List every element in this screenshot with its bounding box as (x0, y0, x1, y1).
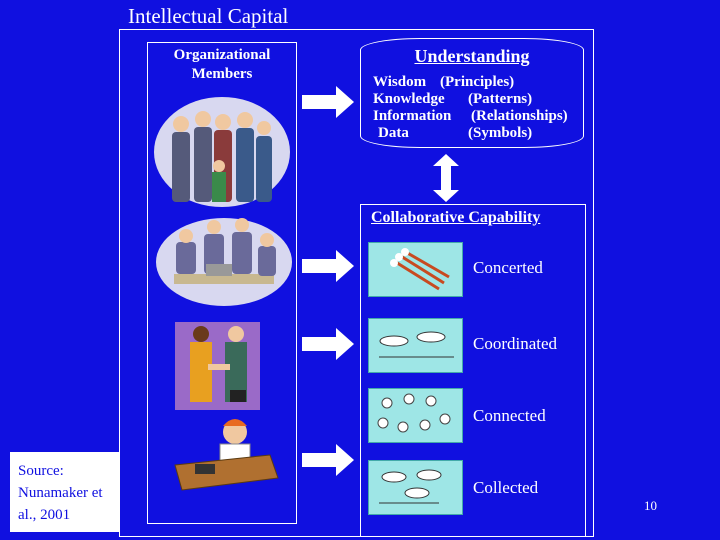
members-column (147, 42, 297, 524)
source-line1: Source: (18, 463, 64, 479)
collaborative-capability-box (360, 204, 586, 537)
team-meeting-clipart (154, 212, 294, 307)
level-symbol: (Principles) (440, 74, 515, 90)
level-name: Data (378, 125, 409, 141)
collected-icon (368, 460, 463, 515)
collaborative-capability-title: Collaborative Capability (371, 209, 541, 226)
level-name: Knowledge (373, 91, 445, 107)
level-name: Information (373, 108, 452, 124)
right-arrow-icon (302, 328, 354, 360)
coordinated-label: Coordinated (473, 334, 558, 353)
person-on-phone-clipart (170, 410, 280, 495)
connected-icon (368, 388, 463, 443)
source-line2: Nunamaker et (18, 485, 103, 501)
members-label: Organizational Members (147, 46, 297, 84)
understanding-level-knowledge: Knowledge (Patterns) (373, 91, 532, 108)
understanding-cylinder (360, 38, 584, 148)
connected-label: Connected (473, 406, 546, 425)
collected-label: Collected (473, 478, 539, 497)
slide-title: Intellectual Capital (128, 4, 289, 28)
right-arrow-icon (302, 250, 354, 282)
page-number: 10 (644, 498, 657, 513)
level-symbol: (Patterns) (468, 91, 533, 107)
level-name: Wisdom (373, 74, 427, 90)
source-line3: al., 2001 (18, 507, 71, 523)
level-symbol: (Relationships) (471, 108, 568, 124)
source-box (10, 452, 120, 532)
group-of-people-clipart (152, 92, 292, 207)
concerted-label: Concerted (473, 258, 543, 277)
concerted-icon (368, 242, 463, 297)
understanding-level-information: Information (Relationships) (373, 108, 568, 125)
double-arrow-icon (433, 154, 459, 202)
understanding-title: Understanding (414, 46, 530, 66)
handshake-clipart (170, 312, 265, 412)
right-arrow-icon (302, 86, 354, 118)
understanding-level-wisdom: Wisdom (Principles) (373, 74, 514, 91)
level-symbol: (Symbols) (468, 125, 533, 141)
intellectual-capital-frame (119, 29, 594, 537)
coordinated-icon (368, 318, 463, 373)
source-citation: Source: Nunamaker et al., 2001 (18, 460, 128, 526)
right-arrow-icon (302, 444, 354, 476)
understanding-level-data: Data (Symbols) (378, 125, 532, 142)
members-label-line2: Members (191, 66, 253, 82)
members-label-line1: Organizational (173, 47, 271, 63)
